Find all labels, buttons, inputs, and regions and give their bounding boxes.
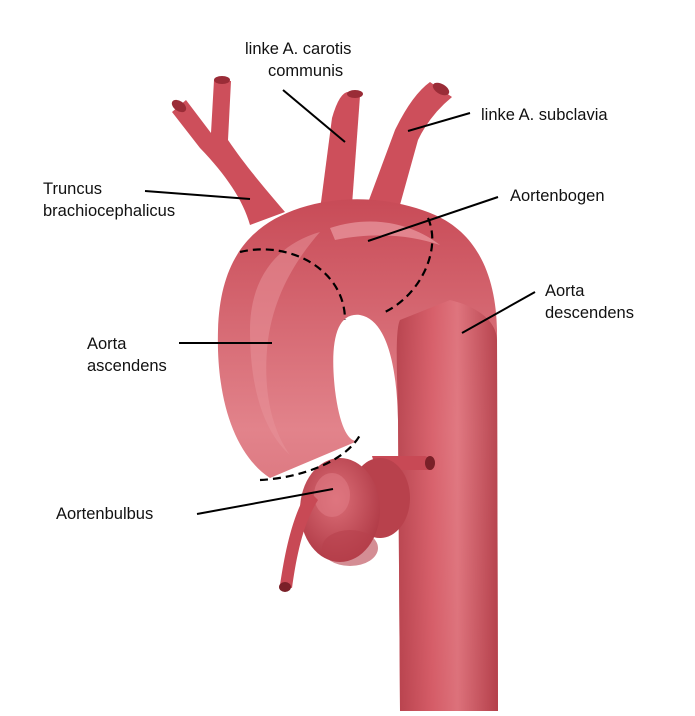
- subclavia-vessel: [366, 82, 452, 212]
- label-descendens-line1: Aorta: [545, 282, 585, 300]
- aortenbulbus-shape: [300, 458, 410, 566]
- label-aortenbogen: Aortenbogen: [510, 187, 605, 205]
- carotis-communis-vessel: [320, 92, 360, 210]
- label-descendens-line2: descendens: [545, 304, 634, 322]
- small-branch-left-opening: [279, 582, 291, 592]
- label-subclavia: linke A. subclavia: [481, 106, 608, 124]
- label-ascendens-line1: Aorta: [87, 335, 127, 353]
- leader-truncus: [145, 191, 250, 199]
- label-truncus-line2: brachiocephalicus: [43, 202, 175, 220]
- small-branch-right-opening: [425, 456, 435, 470]
- label-aortenbulbus: Aortenbulbus: [56, 505, 153, 523]
- label-carotis-line2: communis: [268, 62, 343, 80]
- descending-aorta-shading: [397, 300, 498, 711]
- carotis-opening: [347, 90, 363, 98]
- aorta-vessel: [170, 76, 498, 711]
- label-truncus-line1: Truncus: [43, 180, 102, 198]
- truncus-brachiocephalicus-vessel: [172, 80, 285, 225]
- truncus-opening-right: [214, 76, 230, 84]
- label-ascendens-line2: ascendens: [87, 357, 167, 375]
- label-carotis-line1: linke A. carotis: [245, 40, 351, 58]
